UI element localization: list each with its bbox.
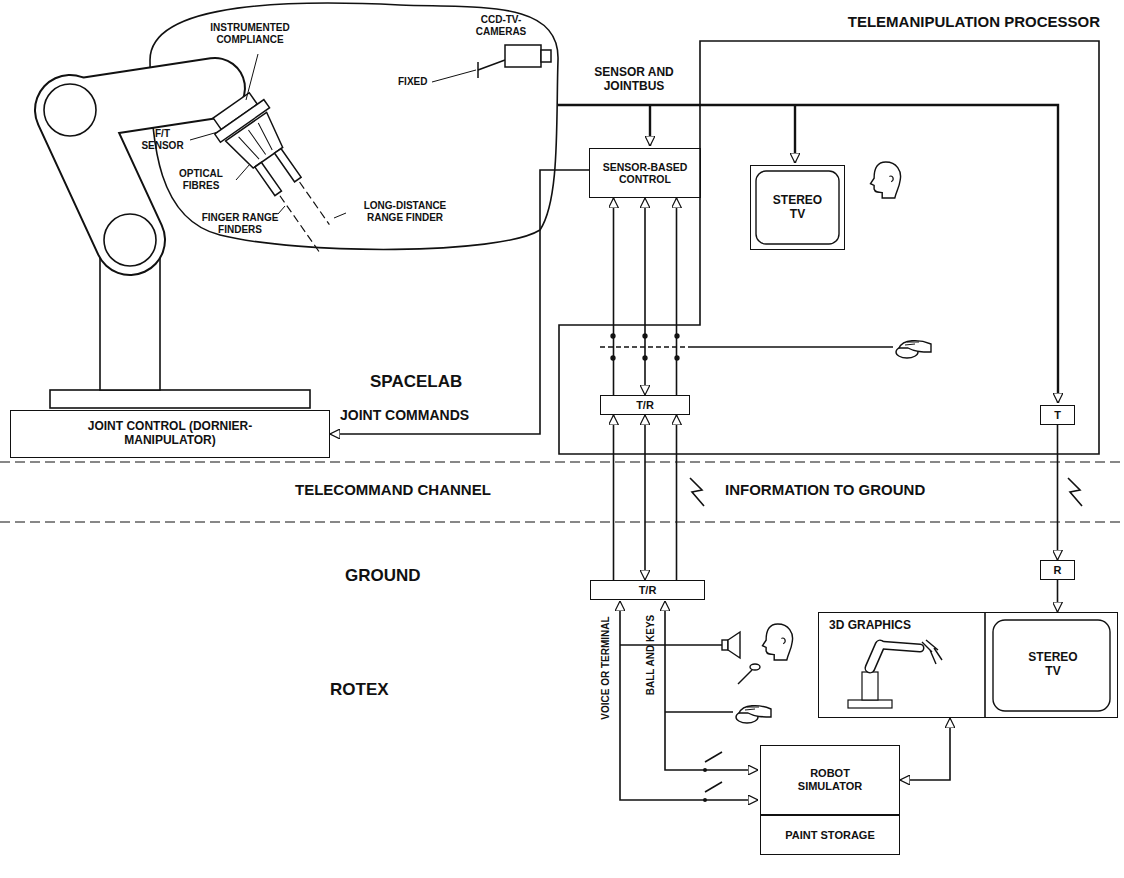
trackball-hand <box>736 706 771 723</box>
region-label: GROUND <box>345 566 421 586</box>
region-label: SPACELAB <box>370 372 462 392</box>
switch-contacts <box>703 768 707 802</box>
process-box: ROBOT SIMULATOR <box>760 745 900 815</box>
display-divider <box>984 612 986 718</box>
ground-wires <box>620 601 758 800</box>
switches <box>600 334 893 360</box>
region-label: TELECOMMAND CHANNEL <box>295 481 491 498</box>
transmitter-box: T <box>1040 405 1075 425</box>
radio-link <box>690 478 1082 506</box>
node-text: T/R <box>636 399 654 412</box>
part-label: OPTICAL FIBRES <box>165 168 237 191</box>
microphone <box>738 664 760 684</box>
node-text: JOINT CONTROL (DORNIER-MANIPULATOR) <box>85 420 255 448</box>
connector <box>676 415 678 580</box>
node-text: SENSOR-BASED CONTROL <box>595 161 695 185</box>
leader-lines <box>190 54 476 218</box>
node-text: STEREO TV <box>1024 651 1082 679</box>
scene-outline <box>150 3 558 249</box>
transceiver-box: T/R <box>600 395 690 415</box>
receiver-box: R <box>1040 560 1075 580</box>
operator-head <box>871 162 901 198</box>
gripper <box>207 88 356 265</box>
connector <box>644 415 646 580</box>
trackball-hand <box>896 341 931 358</box>
connector <box>330 170 589 434</box>
signal-label: VOICE OR TERMINAL <box>600 607 612 729</box>
part-label: SENSOR AND JOINTBUS <box>575 66 693 94</box>
node-text: T/R <box>639 584 657 597</box>
part-label: INSTRUMENTED COMPLIANCE <box>195 22 305 45</box>
region-label: ROTEX <box>330 680 389 700</box>
connector <box>613 198 615 395</box>
processor-outline <box>558 40 1100 455</box>
speaker <box>722 632 740 658</box>
part-label: LONG-DISTANCE RANGE FINDER <box>350 200 460 223</box>
part-label: FINGER RANGE FINDERS <box>200 212 280 235</box>
connector <box>900 718 950 780</box>
connector <box>1057 580 1059 612</box>
box-heading: TELEMANIPULATION PROCESSOR <box>848 13 1100 30</box>
robot-arm <box>44 84 310 408</box>
edge-label: JOINT COMMANDS <box>340 407 469 423</box>
signal-label: BALL AND KEYS <box>645 607 657 703</box>
node-text: 3D GRAPHICS <box>829 619 911 633</box>
display-box: 3D GRAPHICS STEREO TV <box>818 612 1118 718</box>
part-label: CCD-TV-CAMERAS <box>470 14 532 37</box>
process-box: JOINT CONTROL (DORNIER-MANIPULATOR) <box>10 410 330 458</box>
sensor-bus <box>558 105 1058 403</box>
connector <box>1057 425 1059 560</box>
node-text: T <box>1054 409 1061 422</box>
connector <box>676 198 678 395</box>
connector <box>613 415 615 580</box>
channel-lines <box>0 462 1124 522</box>
connector <box>644 198 646 395</box>
part-label: F/T SENSOR <box>135 128 190 151</box>
camera <box>478 45 551 78</box>
part-label: FIXED <box>398 76 427 88</box>
transceiver-box: T/R <box>590 580 705 600</box>
tv-screen <box>993 620 1110 711</box>
process-box: SENSOR-BASED CONTROL <box>589 148 701 198</box>
processor-box: TELEMANIPULATION PROCESSORSTEREO TVT/RT <box>558 40 1100 455</box>
monitor-box: STEREO TV <box>750 165 845 250</box>
node-text: R <box>1054 564 1062 577</box>
storage-box: PAINT STORAGE <box>760 815 900 855</box>
node-text: PAINT STORAGE <box>785 829 874 842</box>
operator-head <box>763 624 793 660</box>
node-text: STEREO TV <box>768 194 828 222</box>
node-text: ROBOT SIMULATOR <box>785 767 875 792</box>
region-label: INFORMATION TO GROUND <box>725 481 925 498</box>
processor-outline <box>559 41 1099 454</box>
tv-screen <box>756 171 839 244</box>
robot-graphic <box>848 640 942 708</box>
